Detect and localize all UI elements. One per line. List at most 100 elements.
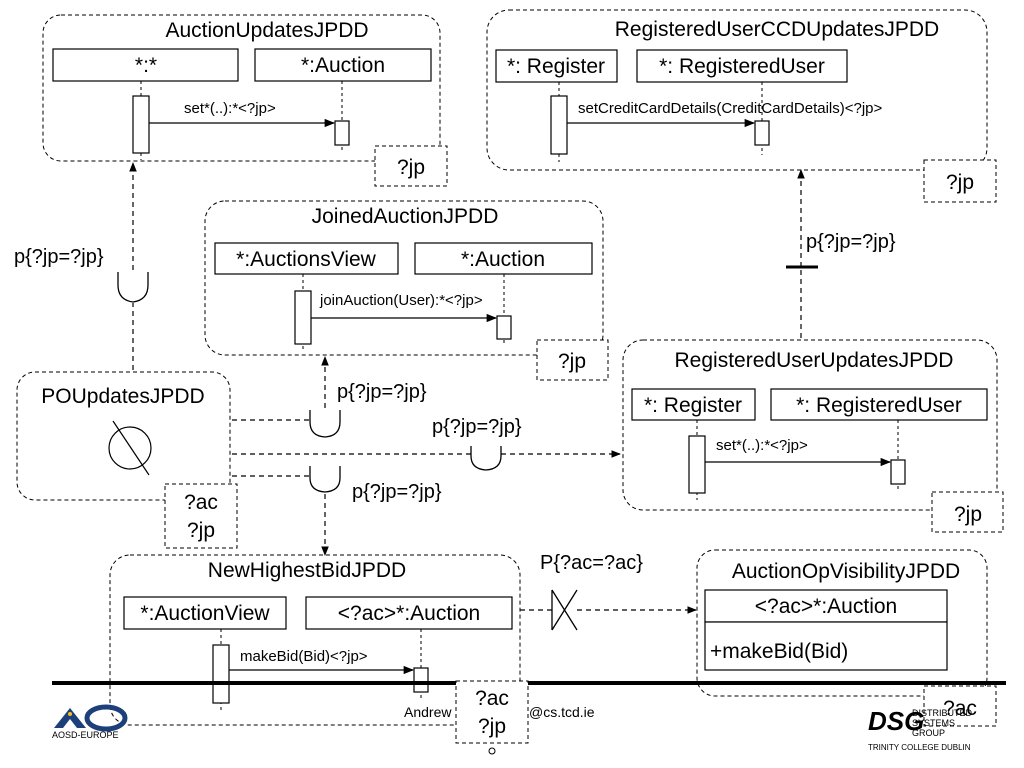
ac-parameter: ?ac — [943, 697, 977, 720]
condition-label: P{?ac=?ac} — [540, 552, 643, 574]
condition-label: p{?jp=?jp} — [14, 246, 104, 268]
empty-set-icon — [108, 420, 152, 476]
dsg-logo: DSG DISTRIBUTED SYSTEMS GROUP TRINITY CO… — [868, 706, 973, 752]
po-updates-frame — [16, 371, 231, 501]
object-auctions-view — [214, 242, 399, 275]
auction-updates-title: AuctionUpdatesJPDD — [165, 19, 368, 42]
dsg-caption: TRINITY COLLEGE DUBLIN — [868, 743, 971, 752]
aosd-europe-logo: AOSD-EUROPE — [52, 704, 128, 740]
registered-user-updates-title: RegisteredUserUpdatesJPDD — [675, 349, 954, 372]
operation-compartment — [704, 621, 948, 671]
footer-email-prefix: Andrew — [404, 704, 452, 720]
object-auction-label: *:Auction — [301, 54, 385, 77]
object-registered-user-label: *: RegisteredUser — [796, 394, 962, 417]
new-highest-bid-frame — [109, 554, 521, 726]
object-auction-label: *:Auction — [461, 248, 545, 271]
object-any-label: *:* — [135, 54, 157, 77]
ac-parameter: ?ac — [475, 687, 509, 710]
jp-parameter: ?jp — [478, 715, 506, 738]
auction-op-visibility-jpdd: AuctionOpVisibilityJPDD <?ac>*:Auction +… — [696, 549, 997, 727]
registered-user-updates-jpdd: RegisteredUserUpdatesJPDD *: Register *:… — [622, 339, 1004, 533]
jp-parameter-box — [923, 159, 997, 203]
class-name-compartment — [704, 589, 948, 623]
joined-auction-frame — [204, 200, 604, 356]
dsg-mark: DSG — [868, 706, 924, 736]
message-label: joinAuction(User):*<?jp> — [319, 292, 483, 309]
condition-label: p{?jp=?jp} — [352, 481, 442, 503]
visibility-title: AuctionOpVisibilityJPDD — [732, 560, 960, 583]
ccd-updates-frame — [486, 9, 988, 171]
jp-parameter: ?jp — [558, 350, 586, 373]
object-auction-view-label: *:AuctionView — [140, 602, 270, 625]
activation-bar — [294, 290, 312, 345]
activation-bar — [212, 644, 230, 704]
new-highest-bid-jpdd: NewHighestBidJPDD *:AuctionView <?ac>*:A… — [109, 554, 521, 726]
po-updates-jpdd: POUpdatesJPDD ?ac ?jp — [16, 371, 238, 549]
activation-bar — [890, 459, 906, 485]
logo-text: AOSD-EUROPE — [52, 730, 119, 740]
object-registered-user — [636, 49, 848, 83]
logo-triangle — [54, 708, 86, 728]
message-label: set*(..):*<?jp> — [184, 100, 276, 117]
operation: +makeBid(Bid) — [710, 640, 848, 663]
condition-label: p{?jp=?jp} — [432, 416, 522, 438]
object-auction — [254, 48, 432, 82]
joined-auction-jpdd: JoinedAuctionJPDD *:AuctionsView *:Aucti… — [204, 200, 609, 381]
registered-user-ccd-updates-jpdd: RegisteredUserCCDUpdatesJPDD *: Register… — [486, 9, 997, 203]
joined-auction-title: JoinedAuctionJPDD — [312, 205, 499, 228]
condition-label: p{?jp=?jp} — [337, 381, 427, 403]
activation-bar — [132, 95, 150, 154]
message-label: makeBid(Bid)<?jp> — [240, 648, 368, 665]
object-auction-view — [123, 596, 287, 630]
message-label: set*(..):*<?jp> — [716, 437, 808, 454]
dsg-line: GROUP — [912, 728, 945, 738]
parameter-box — [455, 680, 529, 744]
activation-bar — [754, 120, 770, 146]
dsg-line: SYSTEMS — [912, 718, 955, 728]
composition-cup-icon — [117, 272, 149, 303]
ccd-updates-title: RegisteredUserCCDUpdatesJPDD — [615, 18, 939, 41]
jp-parameter-box — [374, 145, 448, 187]
auction-updates-jpdd: AuctionUpdatesJPDD *:* *:Auction set*(..… — [42, 14, 448, 187]
port-marker — [488, 747, 496, 755]
ac-parameter-box — [923, 685, 997, 727]
dsg-line: DISTRIBUTED — [912, 708, 973, 718]
object-register-label: *: Register — [507, 55, 605, 78]
auction-updates-frame — [42, 14, 441, 162]
activation-bar — [496, 315, 512, 340]
po-updates-title: POUpdatesJPDD — [41, 385, 204, 408]
object-register-label: *: Register — [644, 394, 742, 417]
jp-parameter: ?jp — [397, 156, 425, 179]
message-label: setCreditCardDetails(CreditCardDetails)<… — [578, 100, 883, 117]
class-name: <?ac>*:Auction — [755, 595, 897, 618]
new-highest-bid-params: ?ac ?jp — [455, 680, 529, 755]
parameter-box — [164, 483, 238, 549]
composition-cup-icon — [470, 446, 502, 471]
jp-parameter: ?jp — [954, 503, 982, 526]
visibility-frame — [696, 549, 988, 697]
object-register — [495, 49, 618, 83]
activation-bar — [550, 95, 568, 155]
new-highest-bid-title: NewHighestBidJPDD — [208, 559, 406, 582]
jp-parameter: ?jp — [946, 171, 974, 194]
jp-parameter: ?jp — [187, 519, 215, 542]
composition-cup-icon — [309, 410, 341, 438]
object-registered-user — [770, 388, 988, 421]
composition-cup-icon — [309, 466, 341, 493]
object-ac-auction — [305, 596, 513, 630]
activation-bar — [334, 120, 350, 146]
logo-ring — [84, 704, 128, 732]
jp-parameter-box — [931, 491, 1004, 533]
ac-parameter: ?ac — [184, 491, 218, 514]
object-register — [631, 388, 756, 421]
activation-bar — [688, 435, 706, 494]
negation-icon — [551, 589, 578, 631]
object-ac-auction-label: <?ac>*:Auction — [338, 602, 480, 625]
activation-bar — [413, 667, 429, 693]
connectors: p{?jp=?jp} p{?jp=?jp} p{?jp=?jp} p{?jp=?… — [14, 162, 896, 631]
jp-parameter-box — [536, 339, 609, 381]
registered-user-updates-frame — [622, 339, 998, 511]
condition-label: p{?jp=?jp} — [806, 231, 896, 253]
object-auctions-view-label: *:AuctionsView — [236, 248, 377, 271]
